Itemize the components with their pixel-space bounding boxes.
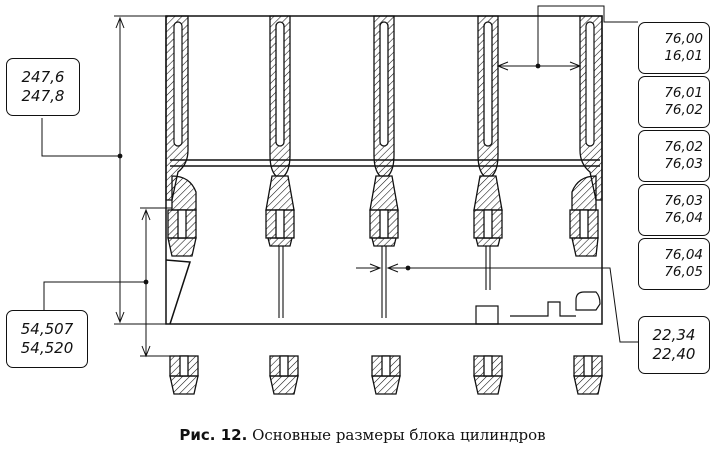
cam-journal-max: 22,34: [652, 326, 696, 345]
block-height-min: 247,8: [21, 87, 65, 105]
block-height-max: 247,6: [21, 68, 65, 87]
cylinder-walls: [165, 15, 603, 201]
left-flange: [165, 259, 192, 325]
grade-e-max: 76,05: [664, 264, 703, 280]
caption-label: Рис. 12.: [179, 426, 248, 444]
grade-box-c: 76,02 76,03: [638, 130, 710, 182]
block-height-box: 247,6 247,8: [6, 58, 80, 116]
grade-e-min: 76,04: [664, 247, 703, 264]
tappet-bore-box: 54,507 54,520: [6, 310, 88, 368]
caption-text: Основные размеры блока цилиндров: [252, 426, 546, 444]
grade-c-min: 76,02: [664, 139, 703, 156]
grade-box-d: 76,03 76,04: [638, 184, 710, 236]
main-bearings: [167, 175, 599, 257]
lower-details: [475, 291, 601, 325]
grade-c-max: 76,03: [664, 156, 703, 172]
grade-b-min: 76,01: [664, 85, 703, 102]
grade-box-e: 76,04 76,05: [638, 238, 710, 290]
figure-caption: Рис. 12. Основные размеры блока цилиндро…: [0, 426, 725, 444]
grade-d-min: 76,03: [664, 193, 703, 210]
cam-journal-min: 22,40: [652, 345, 696, 363]
grade-box-b: 76,01 76,02: [638, 76, 710, 128]
grade-box-a: 76,00 16,01: [638, 22, 710, 74]
tappet-bore-min: 54,520: [20, 339, 74, 357]
grade-b-max: 76,02: [664, 102, 703, 118]
grade-a-max: 16,01: [664, 48, 703, 64]
cam-journal-box: 22,34 22,40: [638, 316, 710, 374]
tappet-bore-max: 54,507: [20, 320, 74, 339]
bearing-caps: [169, 355, 603, 395]
grade-a-min: 76,00: [664, 31, 703, 48]
grade-d-max: 76,04: [664, 210, 703, 226]
